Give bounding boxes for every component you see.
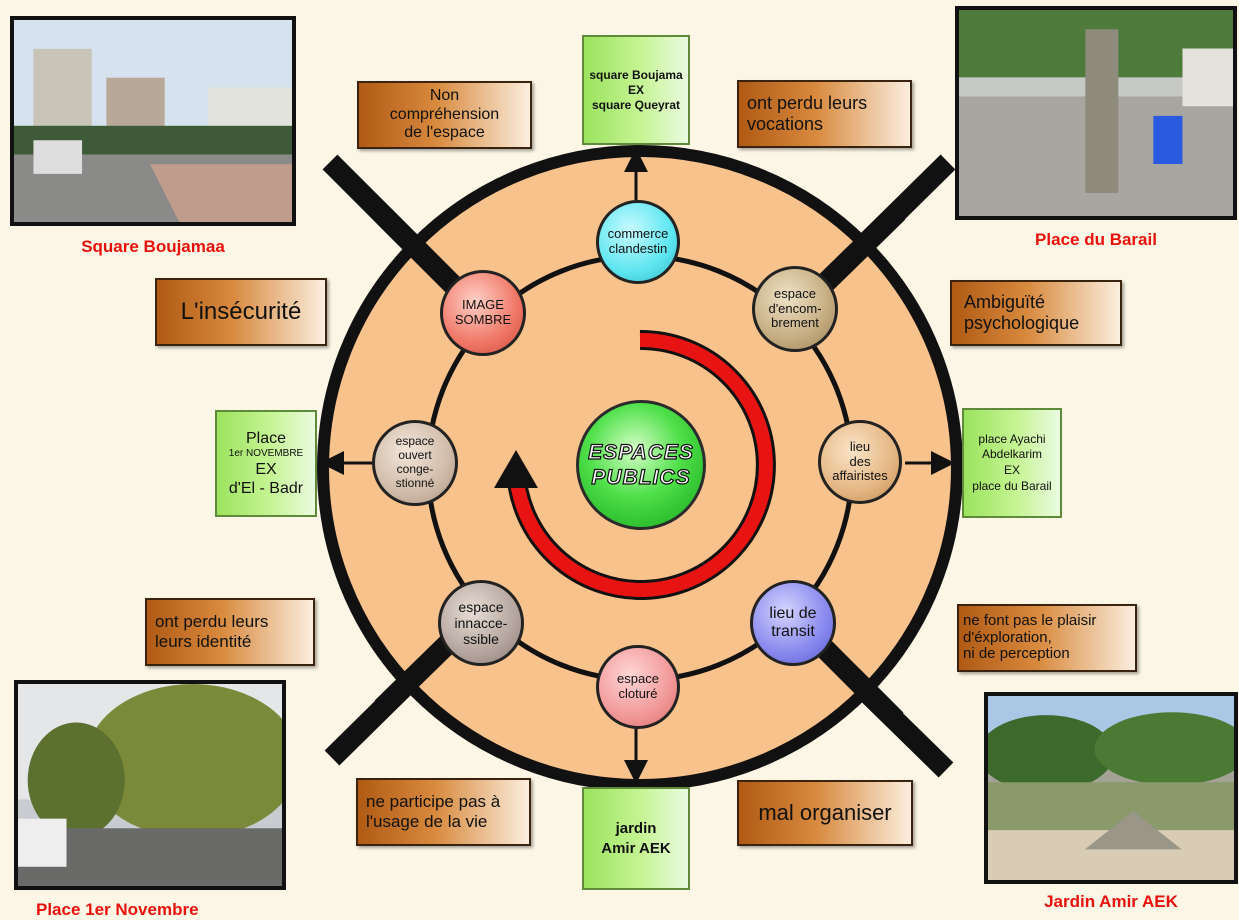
- caption-place-du-barail: Place du Barail: [1035, 230, 1157, 249]
- spiral-arrow: [509, 332, 773, 597]
- problem-box-participe: ne participe pas à l'usage de la vie: [356, 778, 531, 846]
- caption-place-1er-novembre: Place 1er Novembre: [36, 900, 199, 919]
- center-title: ESPACES PUBLICS: [587, 440, 694, 489]
- place-box-right: place Ayachi Abdelkarim EX place du Bara…: [962, 408, 1062, 518]
- problem-box-insecurite: L'insécurité: [155, 278, 327, 346]
- problem-box-non-comprehension: Non compréhension de l'espace: [357, 81, 532, 149]
- photo-square-boujamaa: [10, 16, 296, 226]
- photo-place-du-barail: [955, 6, 1237, 220]
- node-commerce-clandestin: commerce clandestin: [596, 200, 680, 284]
- problem-box-identite: ont perdu leurs leurs identité: [145, 598, 315, 666]
- node-lieu-transit: lieu de transit: [750, 580, 836, 666]
- problem-box-mal-organiser: mal organiser: [737, 780, 913, 846]
- photo-jardin-amir-aek: [984, 692, 1238, 884]
- problem-box-vocations: ont perdu leurs vocations: [737, 80, 912, 148]
- center-title-circle: ESPACES PUBLICS: [576, 400, 706, 530]
- spiral-arrowhead: [494, 450, 538, 488]
- caption-jardin-amir-aek: Jardin Amir AEK: [1044, 892, 1178, 911]
- node-espace-encombrement: espace d'encom- brement: [752, 266, 838, 352]
- caption-square-boujamaa: Square Boujamaa: [81, 237, 225, 256]
- problem-box-plaisir: ne font pas le plaisir d'éxploration, ni…: [957, 604, 1137, 672]
- photo-place-1er-novembre: [14, 680, 286, 890]
- node-image-sombre: IMAGE SOMBRE: [440, 270, 526, 356]
- place-box-left: Place 1er NOVEMBRE EX d'El - Badr: [215, 410, 317, 517]
- place-box-top: square Boujama EX square Queyrat: [582, 35, 690, 145]
- place-box-bottom: jardin Amir AEK: [582, 787, 690, 890]
- node-espace-ouvert-congestionne: espace ouvert conge- stionné: [372, 420, 458, 506]
- problem-box-ambiguite: Ambiguïté psychologique: [950, 280, 1122, 346]
- node-espace-cloture: espace cloturé: [596, 645, 680, 729]
- node-lieu-affairistes: lieu des affairistes: [818, 420, 902, 504]
- node-espace-innaccessible: espace innacce- ssible: [438, 580, 524, 666]
